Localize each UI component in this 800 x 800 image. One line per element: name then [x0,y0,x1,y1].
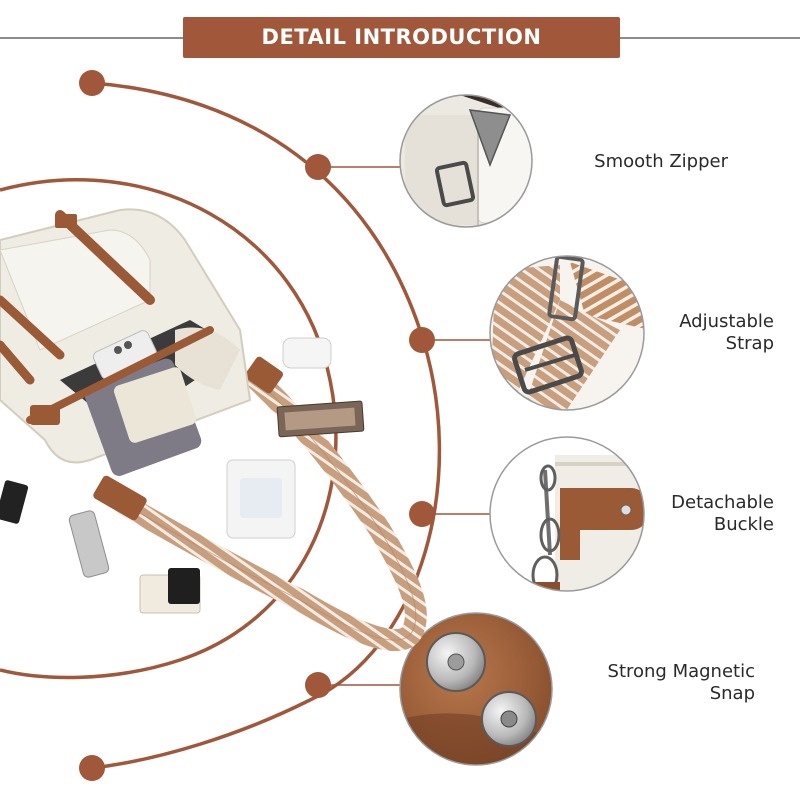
header-banner [183,17,620,58]
header-left-rule [0,37,183,39]
header-right-rule [620,37,800,39]
arc-nodes [79,70,435,781]
strap-detail-image [489,255,645,411]
page-title: DETAIL INTRODUCTION [261,25,542,49]
crossbody-bag-illustration [0,208,427,652]
decorative-arcs [0,81,442,770]
feature-label-detachable-buckle: Detachable Buckle [671,492,774,535]
buckle-detail-image [489,436,645,592]
feature-label-smooth-zipper: Smooth Zipper [594,151,728,172]
connector-lines [330,166,490,686]
feature-label-adjustable-strap: Adjustable Strap [679,311,774,354]
feature-label-strong-magnetic-snap: Strong Magnetic Snap [607,661,755,704]
zipper-detail-image [399,94,533,228]
